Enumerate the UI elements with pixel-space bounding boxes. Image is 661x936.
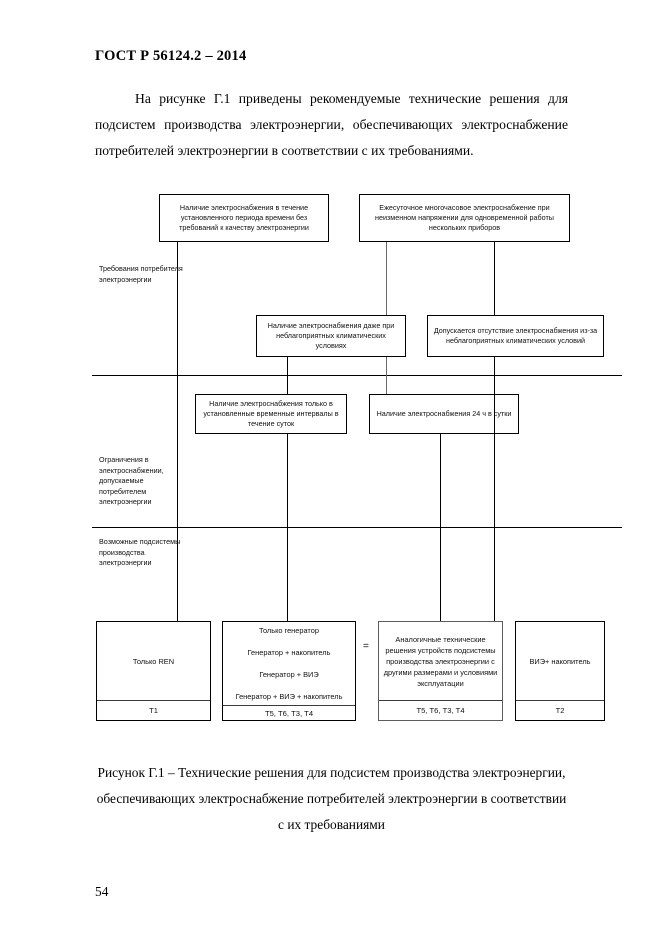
- figure-caption: Рисунок Г.1 – Технические решения для по…: [96, 765, 567, 832]
- solution-column-2: Только генератор Генератор + накопитель …: [222, 621, 356, 721]
- separator-line-limitations: [92, 527, 622, 528]
- page-title: ГОСТ Р 56124.2 – 2014: [95, 48, 247, 64]
- requirement-box-4: Допускается отсутствие электроснабжения …: [427, 315, 604, 357]
- limitation-box-1: Наличие электроснабжения только в устано…: [195, 394, 347, 434]
- limitation-box-2: Наличие электроснабжения 24 ч в сутки: [369, 394, 519, 434]
- axis-label-requirements: Требования потребителя электроэнергии: [99, 264, 183, 284]
- connector-l1-to-s2: [287, 434, 288, 621]
- solution-column-1: Только REN Т1: [96, 621, 211, 721]
- solution-column-2-body: Только генератор Генератор + накопитель …: [223, 622, 355, 705]
- solution-line: Только генератор: [259, 626, 319, 635]
- solution-column-2-footer: Т5, Т6, Т3, Т4: [223, 705, 355, 720]
- intro-paragraph: На рисунке Г.1 приведены рекомендуемые т…: [95, 91, 568, 158]
- solution-line: Генератор + ВИЭ + накопитель: [235, 692, 343, 701]
- solution-line: Аналогичные технические решения устройст…: [383, 634, 498, 688]
- solution-column-3: Аналогичные технические решения устройст…: [378, 621, 503, 721]
- connector-r2-to-r4: [494, 242, 495, 315]
- requirement-box-1: Наличие электроснабжения в течение устан…: [159, 194, 329, 242]
- axis-label-subsystems: Возможные подсистемы производства электр…: [99, 537, 181, 567]
- axis-label-limitations: Ограничения в электроснабжении, допускае…: [99, 455, 164, 506]
- solution-column-4-footer: Т2: [516, 700, 604, 720]
- solution-column-3-footer: Т5, Т6, Т3, Т4: [379, 700, 502, 720]
- solution-line: ВИЭ+ накопитель: [529, 656, 591, 666]
- connector-r3-to-l1: [287, 357, 288, 394]
- connector-r3-to-l2: [386, 357, 387, 394]
- equals-sign: =: [363, 641, 369, 652]
- connector-r4-to-s4: [494, 357, 495, 621]
- solution-column-1-body: Только REN: [97, 622, 210, 700]
- requirement-box-2: Ежесуточное многочасовое электроснабжени…: [359, 194, 570, 242]
- solution-column-4: ВИЭ+ накопитель Т2: [515, 621, 605, 721]
- connector-r1-to-s1: [177, 242, 178, 621]
- solution-column-1-footer: Т1: [97, 700, 210, 720]
- solution-column-3-body: Аналогичные технические решения устройст…: [379, 622, 502, 700]
- separator-line-requirements: [92, 375, 622, 376]
- connector-r2-to-r3: [386, 242, 387, 315]
- requirement-box-3: Наличие электроснабжения даже при неблаг…: [256, 315, 406, 357]
- solution-line: Только REN: [132, 656, 175, 666]
- solution-line: Генератор + накопитель: [247, 648, 331, 657]
- solution-line: Генератор + ВИЭ: [259, 670, 319, 679]
- page-number: 54: [95, 884, 109, 899]
- connector-l2-to-s3: [440, 434, 441, 621]
- solution-column-4-body: ВИЭ+ накопитель: [516, 622, 604, 700]
